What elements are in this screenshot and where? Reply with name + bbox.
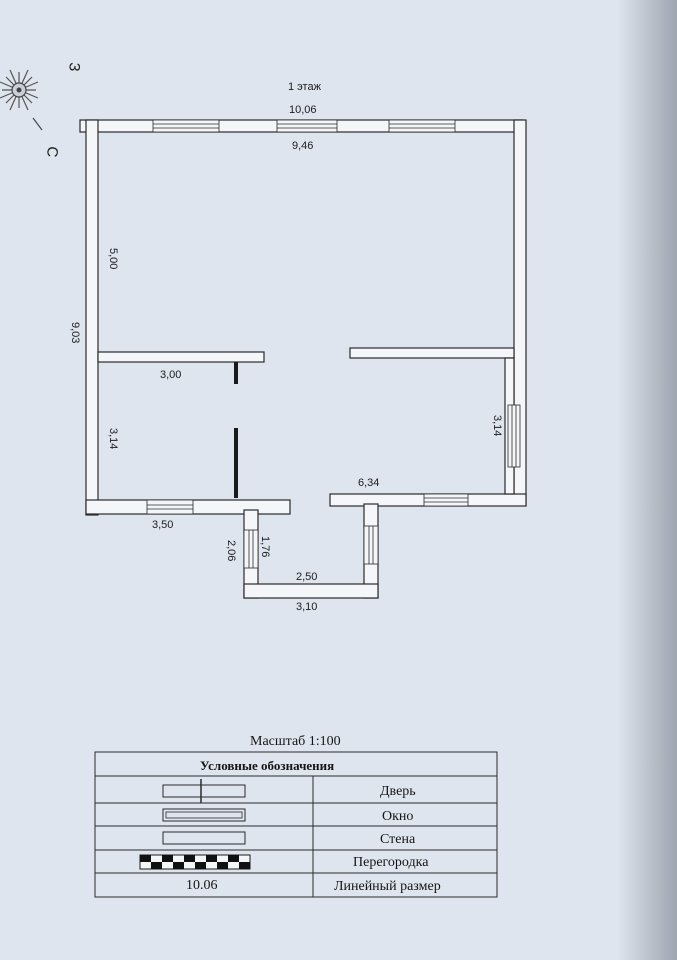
- compass-east-letter: З: [65, 62, 83, 73]
- compass-rose: З С: [0, 62, 83, 158]
- legend-wall-label: Стена: [380, 832, 416, 847]
- dim-room-right-height: 3,14: [491, 415, 503, 436]
- legend-door-symbol: [162, 779, 246, 803]
- floor-label: 1 этаж: [288, 81, 322, 93]
- legend-dimension-label: Линейный размер: [334, 879, 441, 894]
- legend-partition-symbol: [139, 854, 251, 870]
- dim-room-right-bottom: 6,34: [358, 477, 379, 489]
- legend-table: Условные обозначения Дверь Окно Стена: [94, 751, 498, 898]
- dim-porch-outer-height: 2,06: [225, 540, 237, 561]
- partitions: [234, 362, 238, 498]
- window-bottom-left: [146, 499, 194, 515]
- dim-outer-left: 9,03: [69, 322, 81, 343]
- walls: [79, 119, 527, 599]
- legend-window-label: Окно: [382, 809, 413, 824]
- dim-room-bottom-left-height: 3,14: [107, 428, 119, 449]
- dim-outer-top: 10,06: [289, 104, 317, 116]
- window-porch-left: [243, 529, 259, 569]
- legend-wall-symbol: [162, 831, 246, 845]
- dimension-labels: 10,06 9,46 9,03 5,00 3,00 3,14 3,50 3,14…: [69, 104, 503, 613]
- legend-window-symbol: [162, 808, 246, 822]
- window-right: [507, 404, 521, 468]
- legend-title: Условные обозначения: [200, 758, 334, 773]
- window-bottom-right: [423, 493, 469, 507]
- partition-lower: [234, 428, 238, 498]
- wall-porch-bottom: [243, 583, 379, 599]
- windows: [146, 119, 521, 569]
- dim-porch-inner-width: 2,50: [296, 571, 317, 583]
- wall-interior-right: [349, 347, 515, 359]
- compass-pointer: [32, 117, 43, 131]
- dim-room-top-left-height: 5,00: [107, 248, 119, 269]
- window-top-3: [388, 119, 456, 133]
- dim-room-bottom-left-bottom: 3,50: [152, 519, 173, 531]
- compass-star-icon: [0, 69, 39, 111]
- wall-left: [85, 119, 99, 516]
- window-top-1: [152, 119, 220, 133]
- partition-upper: [234, 362, 238, 384]
- wall-interior-left: [97, 351, 265, 363]
- compass-north-letter: С: [43, 146, 61, 158]
- legend-dimension-sample: 10.06: [186, 878, 218, 893]
- scale-label: Масштаб 1:100: [250, 734, 341, 749]
- legend-door-label: Дверь: [380, 784, 416, 799]
- dim-room-bottom-left-width: 3,00: [160, 369, 181, 381]
- dim-inner-top: 9,46: [292, 140, 313, 152]
- window-top-2: [276, 119, 338, 133]
- dim-porch-inner-height: 1,76: [259, 536, 271, 557]
- legend-partition-label: Перегородка: [353, 855, 429, 870]
- window-porch-right: [363, 525, 379, 565]
- dim-porch-outer-width: 3,10: [296, 601, 317, 613]
